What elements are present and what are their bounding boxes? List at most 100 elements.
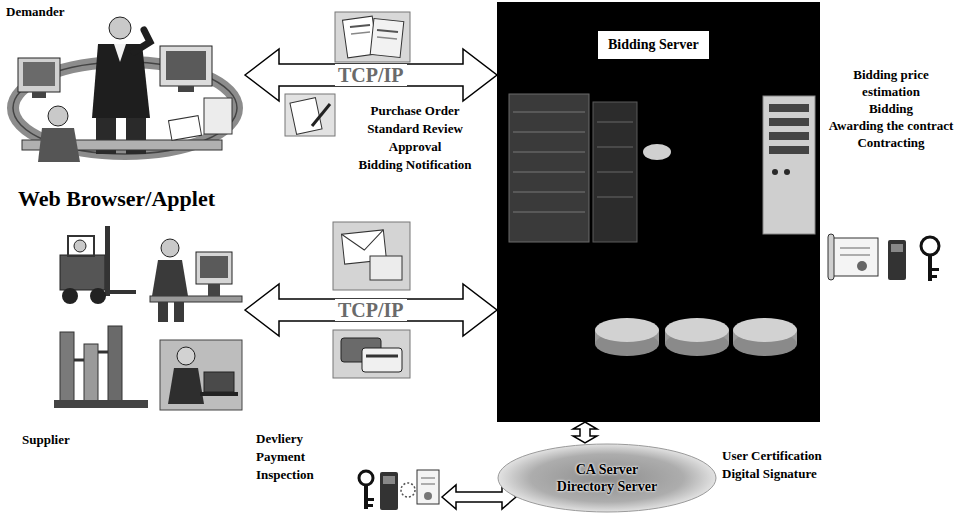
- server-illustration-part: [733, 318, 797, 342]
- server-title: Bidding Server: [597, 30, 710, 60]
- server-key-icons-part: [932, 268, 939, 271]
- server-key-icons-part: [888, 240, 906, 280]
- supplier-key-icons-part: [421, 484, 435, 485]
- note-label: Inspection: [256, 466, 351, 484]
- double-arrow: [245, 284, 497, 336]
- supplier-illustration: [54, 226, 242, 410]
- supplier-illustration-part: [60, 332, 74, 402]
- actor-name: Demander: [6, 4, 65, 20]
- note-label: Bidding Notification: [340, 156, 490, 174]
- supplier-illustration-part: [177, 347, 195, 365]
- supplier-illustration-part: [98, 351, 108, 354]
- server-illustration-part: [643, 144, 671, 160]
- server-key-icons-part: [832, 238, 878, 276]
- note-label: Awarding the contract: [826, 117, 956, 134]
- tcpip-icon-part: [351, 32, 370, 34]
- server-name: CA Server: [576, 461, 639, 478]
- demander-illustration-part: [114, 44, 126, 62]
- server-illustration-part: [513, 112, 585, 113]
- service-list: User CertificationDigital Signature: [722, 447, 872, 483]
- demander-illustration-part: [38, 128, 80, 162]
- server-illustration-part: [513, 132, 585, 133]
- server-name: Directory Server: [557, 478, 657, 495]
- demander-illustration: [13, 17, 237, 162]
- supplier-illustration-part: [196, 252, 232, 284]
- actor-group: Demander: [0, 0, 245, 180]
- payment-icon-part: [362, 348, 402, 372]
- demander-illustration-part: [92, 44, 150, 118]
- payment-icon: [333, 330, 410, 378]
- server-illustration-part: [772, 169, 778, 175]
- double-arrow: [573, 422, 597, 443]
- supplier-key-icons-part: [383, 476, 395, 484]
- server-illustration-part: [769, 118, 809, 126]
- actor-group: Supplier: [0, 220, 245, 452]
- supplier-key-icons-part: [401, 483, 415, 497]
- supplier-illustration-part: [174, 302, 184, 322]
- server-illustration-part: [769, 104, 809, 112]
- server-illustration-part: [593, 102, 637, 242]
- tcpip-icon-part: [377, 30, 398, 32]
- server-illustration-part: [597, 147, 633, 148]
- server-illustration-part: [597, 197, 633, 198]
- server-illustration-part: [769, 132, 809, 140]
- protocol-label: TCP/IP: [335, 299, 407, 321]
- note-label: Devliery: [256, 430, 351, 448]
- server-illustration-part: [513, 192, 585, 193]
- server-illustration-part: [665, 318, 729, 342]
- note-label: Purchase Order: [340, 102, 490, 120]
- supplier-illustration-part: [54, 400, 148, 408]
- tcpip-icon-part: [335, 12, 410, 62]
- server-illustration: [497, 2, 820, 422]
- actor-name: Supplier: [22, 432, 70, 448]
- tcpip-icon: [335, 12, 410, 62]
- server-key-icons-part: [891, 244, 903, 252]
- ellipse-outline: [497, 443, 717, 513]
- note-label: Bidding: [826, 100, 956, 117]
- server-ellipse: CA ServerDirectory Server: [497, 443, 717, 513]
- supplier-key-icons-part: [421, 478, 435, 479]
- server-box: Bidding Server: [497, 2, 820, 422]
- server-illustration-part: [769, 146, 809, 154]
- demander-illustration-part: [48, 106, 68, 126]
- note-label: Web Browser/Applet: [18, 186, 258, 212]
- demander-illustration-part: [178, 86, 194, 92]
- document-icon-part: [285, 94, 335, 136]
- server-key-icons-part: [857, 261, 867, 271]
- supplier-illustration-part: [208, 284, 220, 296]
- supplier-illustration-part: [84, 344, 98, 402]
- note-label: Contracting: [826, 134, 956, 151]
- supplier-illustration-part: [74, 359, 84, 362]
- demander-illustration-part: [109, 17, 131, 39]
- supplier-illustration-part: [150, 296, 242, 302]
- supplier-illustration-part: [158, 302, 168, 322]
- supplier-illustration-part: [204, 372, 234, 392]
- supplier-key-icons-part: [417, 470, 439, 504]
- note-label: Digital Signature: [722, 465, 872, 483]
- demander-illustration-part: [18, 58, 60, 92]
- supplier-illustration-part: [90, 288, 106, 304]
- server-key-icons-part: [840, 255, 870, 256]
- server-key-icons-part: [840, 248, 870, 249]
- tcpip-icon-part: [350, 25, 370, 27]
- demander-illustration-part: [166, 51, 206, 80]
- server-key-icons-part: [828, 234, 834, 280]
- protocol-label: TCP/IP: [335, 64, 407, 86]
- document-icon-part: [312, 104, 330, 126]
- demander-illustration-part: [204, 98, 232, 134]
- supplier-key-icons-part: [368, 504, 373, 507]
- tcpip-icon-part: [377, 37, 397, 39]
- server-key-icons: [828, 234, 939, 281]
- note-label: Payment: [256, 448, 351, 466]
- server-illustration-part: [763, 96, 815, 234]
- note-label: Standard Review: [340, 120, 490, 138]
- payment-icon-part: [333, 330, 410, 378]
- tcpip-icon-part: [370, 256, 402, 280]
- note-label: Bidding price estimation: [826, 66, 956, 100]
- step-list: Purchase OrderStandard ReviewApprovalBid…: [340, 102, 490, 174]
- demander-illustration-part: [160, 46, 212, 86]
- note-label: Approval: [340, 138, 490, 156]
- supplier-key-icons-part: [364, 485, 368, 509]
- step-list: DevlieryPaymentInspection: [256, 430, 351, 484]
